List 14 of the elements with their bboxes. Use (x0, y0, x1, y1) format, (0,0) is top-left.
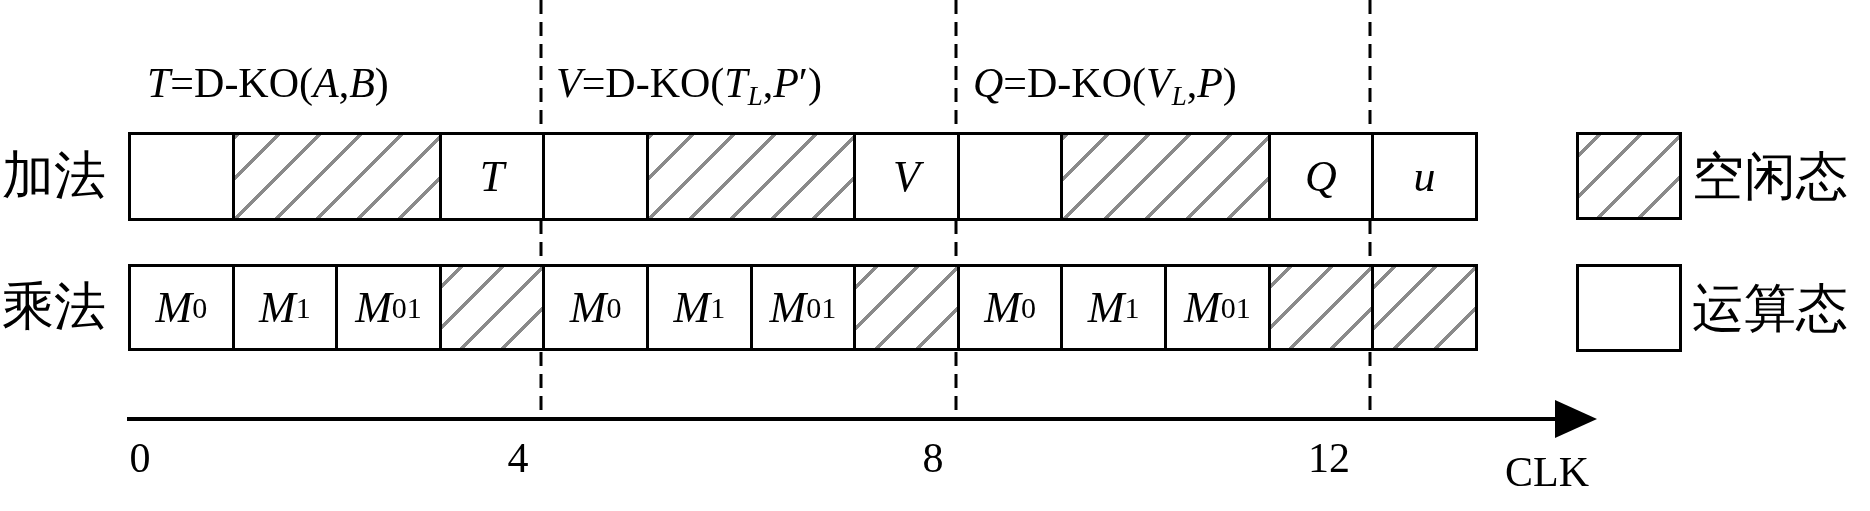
tick-label: 0 (129, 434, 151, 482)
row-label: 加法 (2, 144, 106, 205)
legend-label: 运算态 (1692, 278, 1848, 338)
idle-cell (853, 264, 960, 351)
row-label: 乘法 (2, 275, 106, 336)
axis-label: CLK (1505, 448, 1589, 496)
timeline-cell: u (1371, 132, 1478, 221)
tick-label: 12 (1308, 434, 1350, 482)
tick-label: 4 (507, 434, 529, 482)
timeline-cell: V (853, 132, 960, 221)
tick-label: 8 (922, 434, 944, 482)
idle-cell (1060, 132, 1271, 221)
legend-label: 空闲态 (1692, 146, 1848, 206)
idle-cell (1371, 264, 1478, 351)
